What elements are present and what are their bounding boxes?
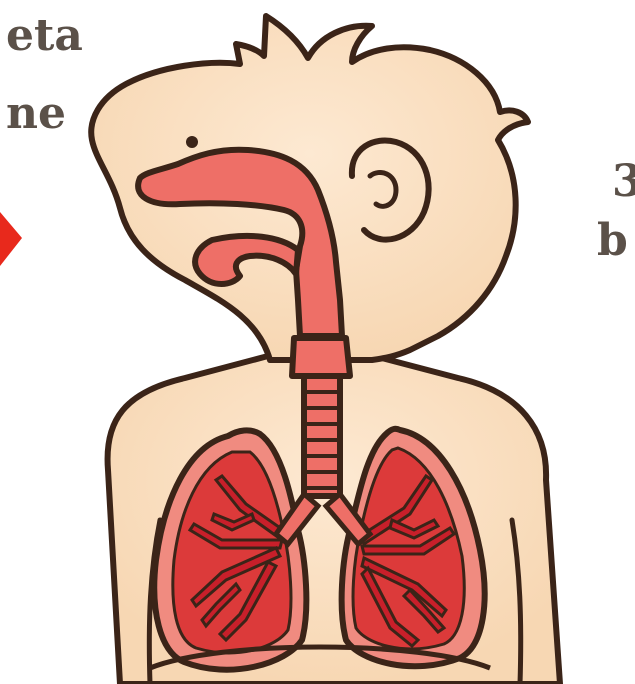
red-arrow-icon — [0, 212, 22, 266]
eye — [186, 136, 198, 148]
left-text-line-1: eta — [6, 14, 83, 58]
trachea — [304, 376, 340, 496]
left-text-line-2: ne — [6, 92, 66, 136]
larynx — [292, 338, 350, 376]
right-text-line-1: 3 — [612, 160, 635, 204]
right-text-line-2: b — [597, 219, 628, 263]
